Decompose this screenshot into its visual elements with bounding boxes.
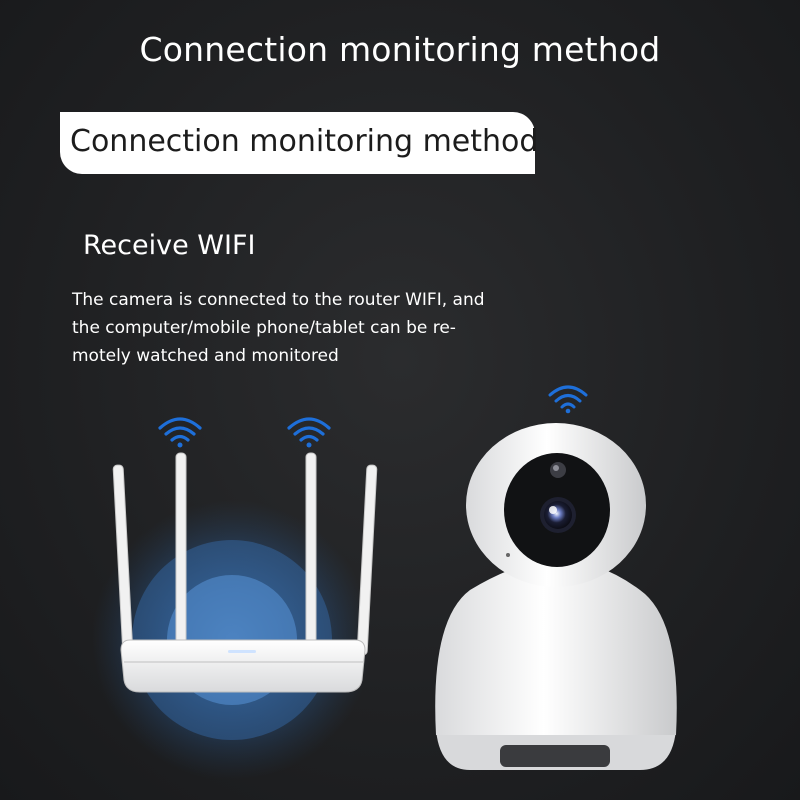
section-label-pill: Connection monitoring method: [60, 112, 539, 174]
description-line: The camera is connected to the router WI…: [72, 290, 485, 310]
description-line: the computer/mobile phone/tablet can be …: [72, 318, 456, 338]
description-line: motely watched and monitored: [72, 346, 339, 366]
description-text: The camera is connected to the router WI…: [72, 286, 542, 370]
wifi-icon: [158, 417, 202, 448]
wifi-icon: [548, 385, 588, 414]
router-illustration: [120, 639, 366, 693]
router-antennas: [112, 452, 378, 656]
receive-wifi-heading: Receive WIFI: [83, 230, 256, 261]
camera-illustration: [435, 423, 677, 770]
section-label-text: Connection monitoring method: [70, 124, 539, 159]
wifi-icon: [287, 417, 331, 448]
page-title: Connection monitoring method: [139, 30, 661, 69]
